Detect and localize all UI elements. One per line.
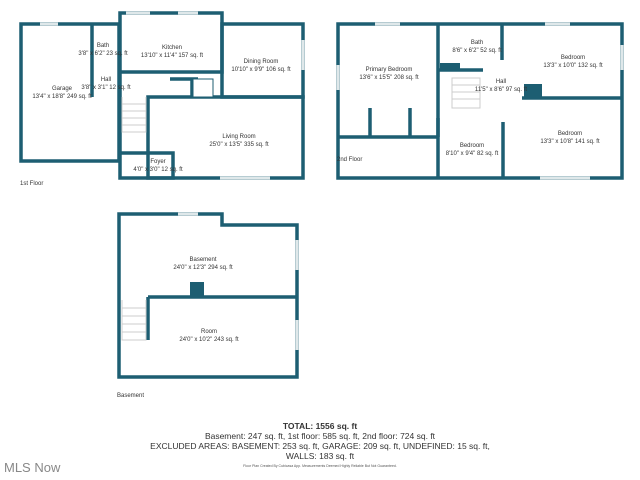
room-dims: 13'4" x 18'8" 249 sq. ft <box>32 94 92 100</box>
room-name: Dining Room <box>243 59 279 65</box>
room-name: Garage <box>51 86 73 92</box>
summary-line-3: WALLS: 183 sq. ft <box>285 451 355 461</box>
room-basement-room: Room 24'0" x 10'2" 243 sq. ft <box>179 328 238 344</box>
room-name: Bath <box>96 43 110 49</box>
room-1f-bath: Bath 3'8" x 6'2" 23 sq. ft <box>78 42 127 58</box>
room-2f-hall: Hall 11'5" x 8'6" 97 sq. ft <box>475 78 527 94</box>
room-dims: 3'8" x 6'2" 23 sq. ft <box>78 51 128 57</box>
room-name: Hall <box>495 79 507 85</box>
room-name: Bedroom <box>557 131 583 137</box>
room-dims: 13'6" x 15'5" 208 sq. ft <box>359 75 419 81</box>
floor-label-2nd: 2nd Floor <box>337 157 363 163</box>
room-1f-hall: Hall 3'8" x 3'1" 12 sq. ft <box>81 76 130 92</box>
room-bedroom-4: Bedroom 13'3" x 10'8" 141 sq. ft <box>540 130 599 146</box>
room-dims: 8'10" x 9'4" 82 sq. ft <box>445 151 499 157</box>
room-garage: Garage 13'4" x 18'8" 249 sq. ft <box>32 85 91 101</box>
room-dims: 4'0" x 3'0" 12 sq. ft <box>133 167 183 173</box>
room-name: Basement <box>189 257 217 263</box>
room-dims: 10'10" x 9'9" 106 sq. ft <box>231 67 291 73</box>
basement-walls <box>117 212 299 379</box>
room-dining: Dining Room 10'10" x 9'9" 106 sq. ft <box>231 58 290 74</box>
fireplace <box>192 78 214 98</box>
room-kitchen: Kitchen 13'10" x 11'4" 157 sq. ft <box>141 44 203 60</box>
room-name: Bedroom <box>560 55 586 61</box>
room-dims: 13'3" x 10'8" 141 sq. ft <box>540 139 600 145</box>
room-name: Hall <box>100 77 112 83</box>
summary-line-1: Basement: 247 sq. ft, 1st floor: 585 sq.… <box>204 431 436 441</box>
room-dims: 24'0" x 12'3" 294 sq. ft <box>173 265 233 271</box>
mls-now-logo: MLS Now <box>4 460 61 475</box>
disclaimer: Floor Plan Created By Cubicasa App. Meas… <box>243 464 397 468</box>
room-dims: 25'0" x 13'5" 335 sq. ft <box>209 142 269 148</box>
room-dims: 24'0" x 10'2" 243 sq. ft <box>179 337 239 343</box>
room-basement: Basement 24'0" x 12'3" 294 sq. ft <box>173 256 232 272</box>
room-dims: 11'5" x 8'6" 97 sq. ft <box>474 87 528 93</box>
room-name: Kitchen <box>161 45 182 51</box>
room-bedroom-3: Bedroom 8'10" x 9'4" 82 sq. ft <box>446 142 499 158</box>
room-name: Room <box>200 329 218 335</box>
room-dims: 8'6" x 6'2" 52 sq. ft <box>452 48 502 54</box>
summary-line-2: EXCLUDED AREAS: BASEMENT: 253 sq. ft, GA… <box>150 441 490 451</box>
room-living: Living Room 25'0" x 13'5" 335 sq. ft <box>209 133 268 149</box>
room-2f-bath: Bath 8'6" x 6'2" 52 sq. ft <box>452 39 501 55</box>
floor-label-basement: Basement <box>117 393 145 399</box>
room-name: Primary Bedroom <box>365 67 413 73</box>
floor-label-1st: 1st Floor <box>20 181 44 187</box>
room-name: Living Room <box>222 134 256 140</box>
room-primary-bedroom: Primary Bedroom 13'6" x 15'5" 208 sq. ft <box>359 66 418 82</box>
windows <box>40 11 624 350</box>
room-name: Foyer <box>150 159 166 165</box>
second-floor-walls <box>336 22 624 180</box>
room-name: Bath <box>470 40 484 46</box>
room-name: Bedroom <box>459 143 485 149</box>
room-dims: 13'3" x 10'0" 132 sq. ft <box>543 63 603 69</box>
room-dims: 3'8" x 3'1" 12 sq. ft <box>81 85 131 91</box>
room-foyer: Foyer 4'0" x 3'0" 12 sq. ft <box>133 158 182 174</box>
total-area: TOTAL: 1556 sq. ft <box>282 421 358 431</box>
stairs <box>121 77 481 341</box>
room-dims: 13'10" x 11'4" 157 sq. ft <box>140 53 204 59</box>
room-bedroom-2: Bedroom 13'3" x 10'0" 132 sq. ft <box>543 54 602 70</box>
